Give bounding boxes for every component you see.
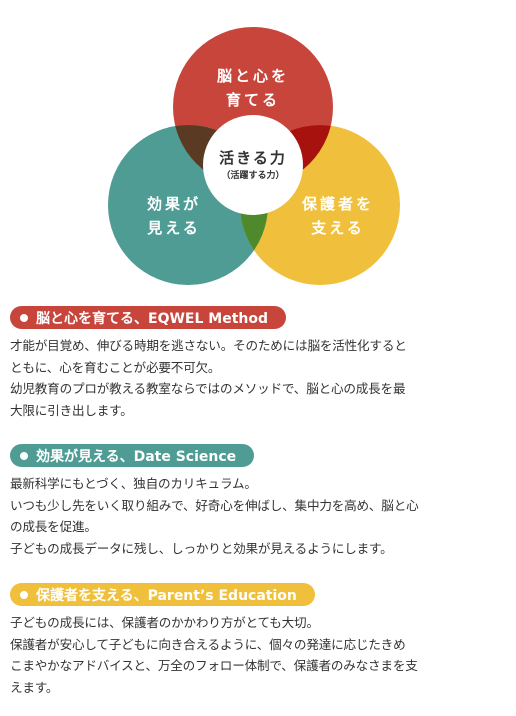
top-circle-line-1: 脳と心を: [216, 67, 289, 85]
section-line: えます。: [10, 679, 59, 695]
section-title: 脳と心を育てる、EQWEL Method: [36, 310, 268, 327]
bullet-dot-icon: [20, 451, 28, 460]
section-title-pill: 保護者を支える、Parent’s Education: [10, 583, 315, 606]
section-body: 才能が目覚め、伸びる時期を逃さない。そのためには脳を活性化すると ともに、心を育…: [10, 335, 510, 421]
section-date-science: 効果が見える、Date Science 最新科学にもとづく、独自のカリキュラム。…: [10, 444, 510, 559]
right-circle-line-2: 支える: [311, 219, 365, 237]
bullet-dot-icon: [20, 313, 28, 322]
section-line: いつも少し先をいく取り組みで、好奇心を伸ばし、集中力を高め、脳と心: [10, 497, 419, 513]
section-line: ともに、心を育むことが必要不可欠。: [10, 359, 221, 375]
section-body: 子どもの成長には、保護者のかかわり方がとても大切。 保護者が安心して子どもに向き…: [10, 612, 510, 698]
section-line: の成長を促進。: [10, 519, 97, 534]
left-circle-line-2: 見える: [147, 219, 201, 237]
section-title: 効果が見える、Date Science: [36, 448, 237, 465]
section-line: 子どもの成長データに残し、しっかりと効果が見えるようにします。: [10, 540, 393, 556]
top-circle-label: 脳と心を 育てる: [193, 64, 313, 112]
venn-graphic: [108, 27, 400, 285]
top-circle-line-2: 育てる: [225, 91, 280, 109]
section-line: 子どもの成長には、保護者のかかわり方がとても大切。: [10, 615, 319, 630]
right-circle-label: 保護者を 支える: [278, 192, 398, 240]
section-line: 保護者が安心して子どもに向き合えるように、個々の発達に応じたきめ: [10, 636, 406, 652]
section-eqwel-method: 脳と心を育てる、EQWEL Method 才能が目覚め、伸びる時期を逃さない。そ…: [10, 306, 510, 421]
section-line: 幼児教育のプロが教える教室ならではのメソッドで、脳と心の成長を最: [10, 381, 406, 396]
section-title-pill: 脳と心を育てる、EQWEL Method: [10, 306, 286, 329]
venn-diagram: 脳と心を 育てる 効果が 見える 保護者を 支える 活きる力 （活躍する力）: [0, 0, 516, 300]
bullet-dot-icon: [20, 590, 28, 599]
section-line: 最新科学にもとづく、独自のカリキュラム。: [10, 476, 257, 491]
section-title: 保護者を支える、Parent’s Education: [36, 587, 297, 604]
section-parents-education: 保護者を支える、Parent’s Education 子どもの成長には、保護者の…: [10, 583, 510, 698]
section-title-pill: 効果が見える、Date Science: [10, 444, 255, 467]
left-circle-label: 効果が 見える: [114, 192, 234, 240]
left-circle-line-1: 効果が: [146, 195, 201, 213]
center-subtitle: （活躍する力）: [221, 171, 285, 181]
right-circle-line-1: 保護者を: [301, 195, 374, 213]
center-title: 活きる力: [219, 149, 287, 167]
section-line: 才能が目覚め、伸びる時期を逃さない。そのためには脳を活性化すると: [10, 338, 407, 353]
section-line: こまやかなアドバイスと、万全のフォロー体制で、保護者のみなさまを支: [10, 658, 418, 673]
section-body: 最新科学にもとづく、独自のカリキュラム。 いつも少し先をいく取り組みで、好奇心を…: [10, 473, 510, 559]
center-label: 活きる力 （活躍する力）: [203, 147, 303, 183]
center-circle: [203, 115, 303, 215]
section-line: 大限に引き出します。: [10, 402, 133, 418]
